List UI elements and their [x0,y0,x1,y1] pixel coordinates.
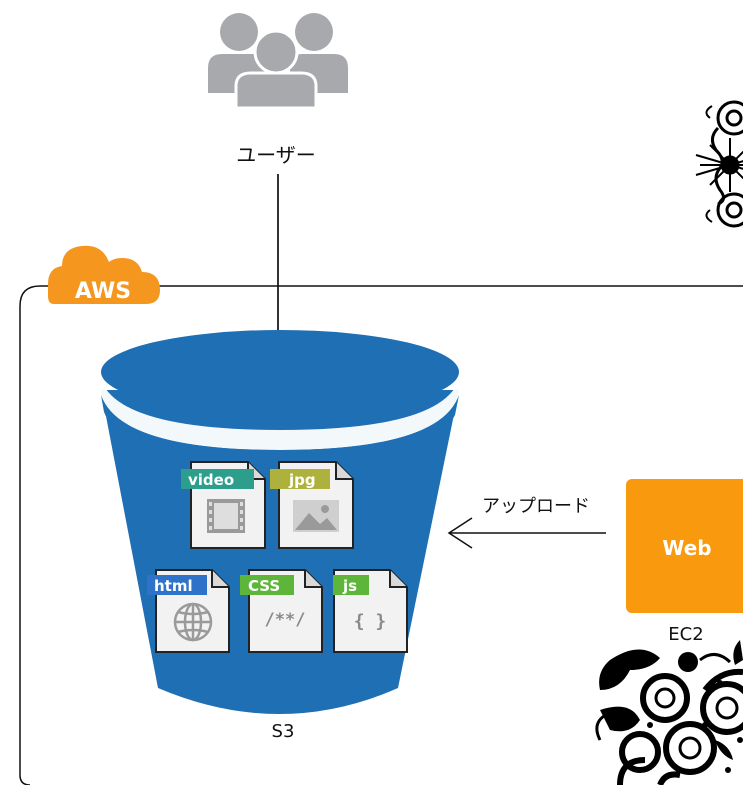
ec2-badge-label: Web [662,536,711,560]
file-html-icon: html [147,569,230,653]
user-label: ユーザー [236,143,316,167]
file-jpg-icon: jpg [270,461,354,549]
globe-icon [173,602,213,642]
aws-group-border [19,285,743,785]
css-comment-icon: /**/ [265,610,306,630]
ornament-bottom-right [595,640,743,785]
aws-badge: AWS [48,245,160,304]
file-js-tag: js [342,577,357,595]
s3-label: S3 [272,721,295,742]
upload-arrow [447,517,606,549]
file-css-tag: CSS [248,577,280,595]
ec2-label: EC2 [668,624,703,645]
aws-badge-label: AWS [75,279,131,304]
ec2-instance-icon: Web [626,479,743,613]
file-video-icon: video [181,461,266,549]
image-icon [293,500,339,532]
file-jpg-tag: jpg [288,471,316,489]
file-html-tag: html [154,577,193,595]
film-icon [207,499,245,533]
braces-icon: { } [354,611,387,632]
file-css-icon: CSS /**/ [240,569,323,653]
ornament-top-right [695,100,743,228]
upload-label: アップロード [482,496,590,517]
users-group-icon [208,13,348,110]
file-video-tag: video [188,471,234,489]
file-js-icon: js { } [333,569,408,653]
